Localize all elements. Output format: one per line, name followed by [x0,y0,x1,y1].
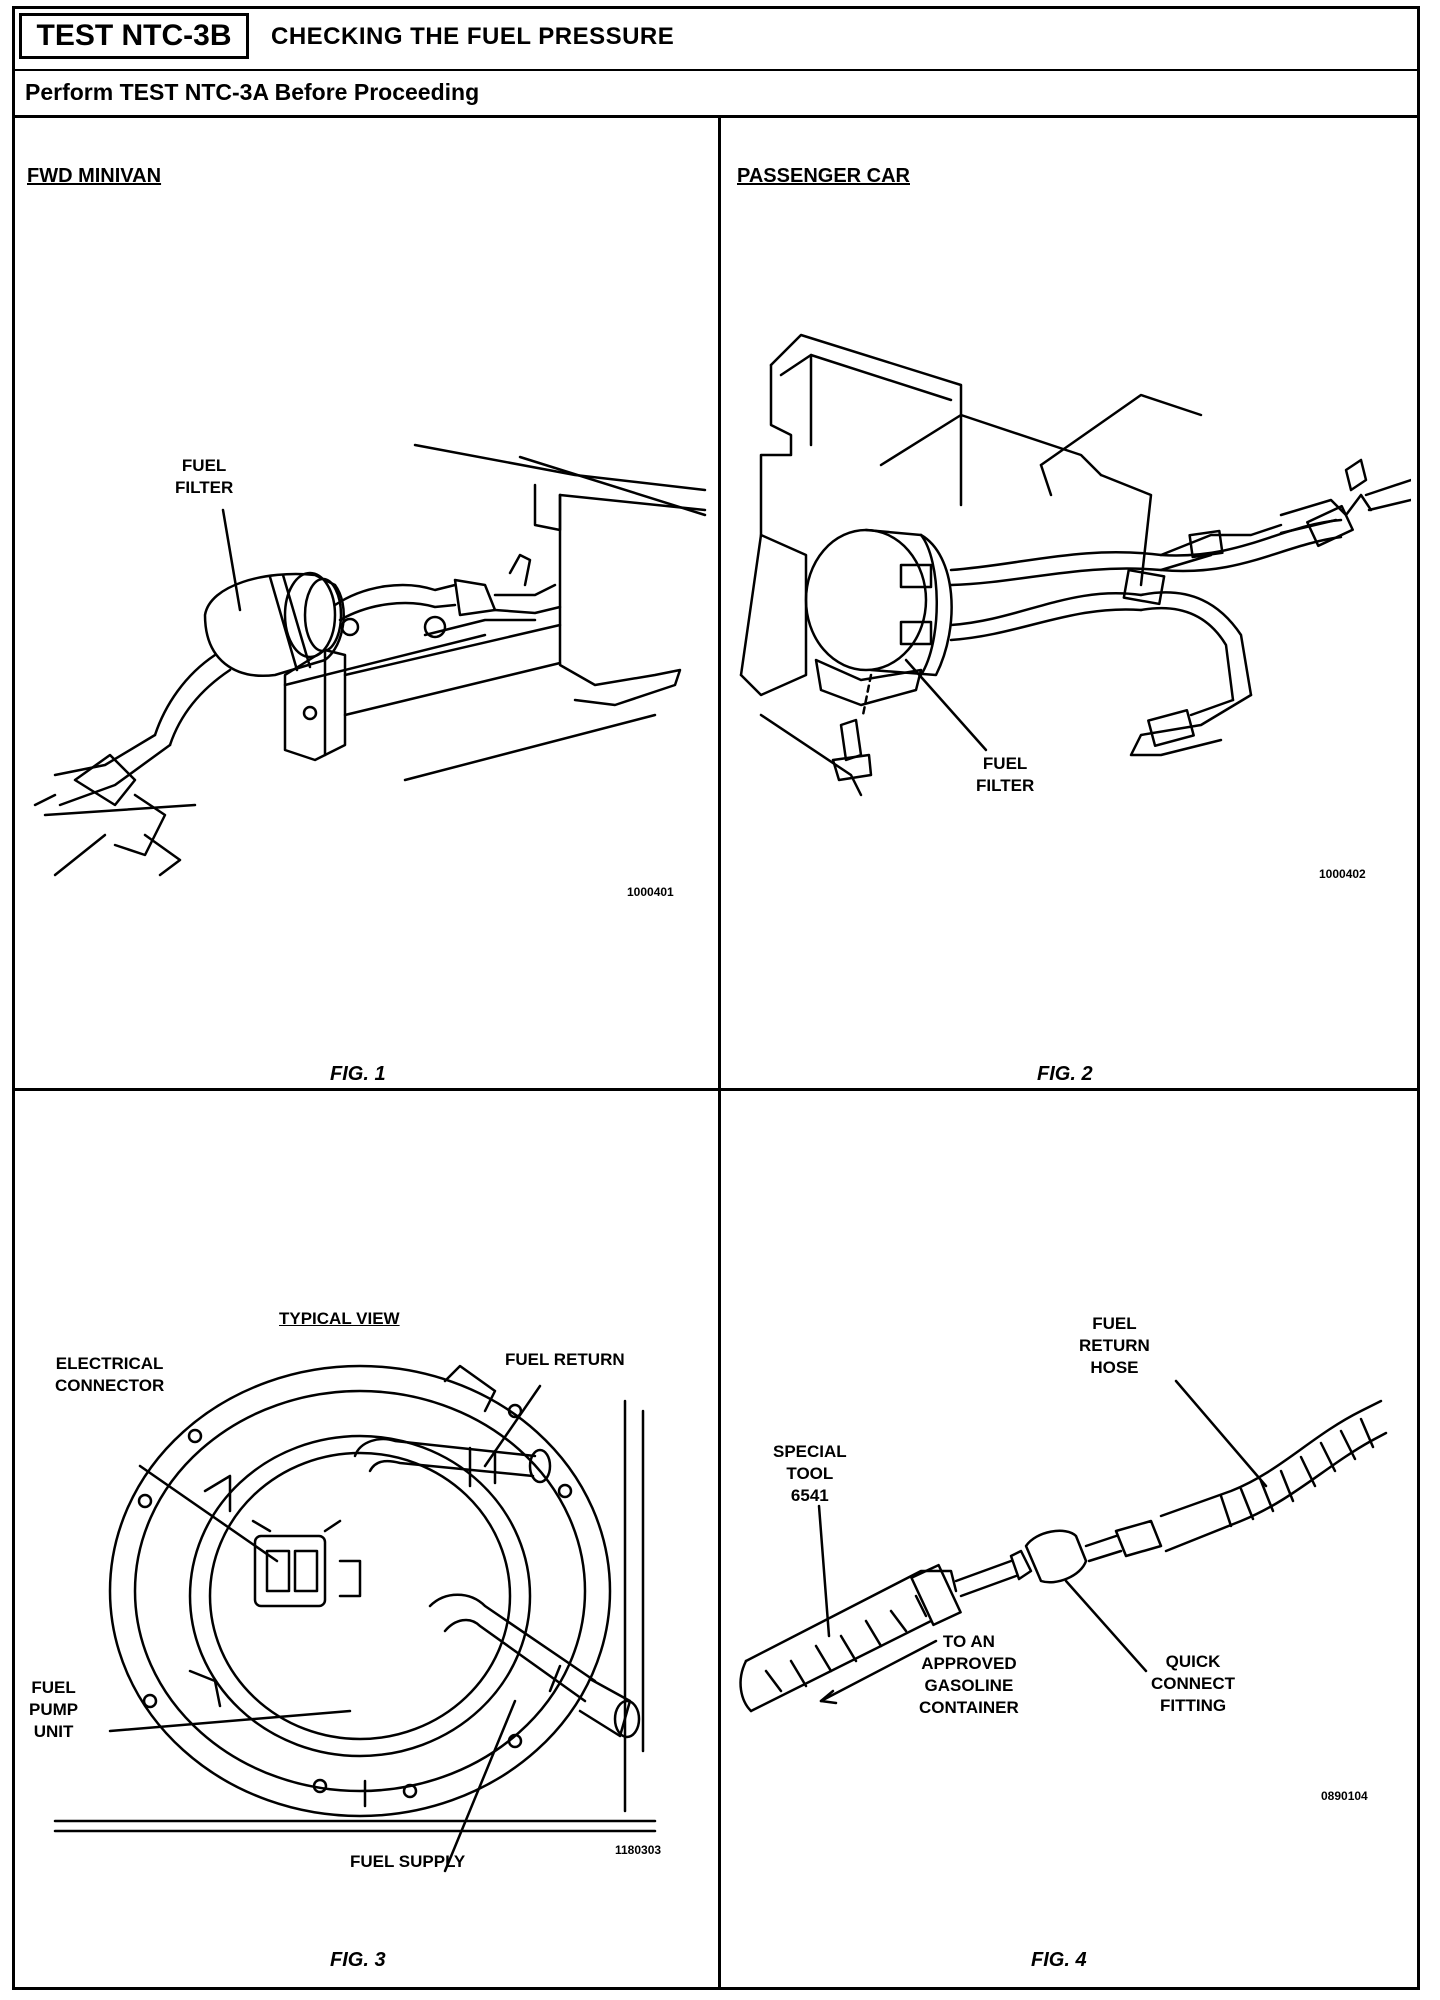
figure-3-caption: FIG. 3 [330,1949,386,1971]
label-line: UNIT [33,1722,74,1741]
fuel-return-label: FUEL RETURN [505,1350,625,1369]
test-id-box: TEST NTC-3B [19,13,249,59]
label-line: ELECTRICAL [55,1354,164,1373]
figure-3-code: 1180303 [615,1843,662,1857]
label-line: TO AN [942,1632,995,1651]
subtitle-row: Perform TEST NTC-3A Before Proceeding [15,69,1417,118]
figure-1-heading: FWD MINIVAN [27,165,162,187]
fuel-filter-label-1: FUEL FILTER [175,455,233,499]
label-line: FUEL [1092,1314,1137,1333]
figure-3-panel: TYPICAL VIEW [15,1091,721,1987]
fuel-filter-label-2: FUEL FILTER [976,753,1034,797]
figure-2-heading: PASSENGER CAR [737,165,910,187]
fuel-supply-label: FUEL SUPPLY [350,1852,466,1871]
fuel-pump-unit-label: FUEL PUMP UNIT [29,1677,78,1743]
label-line: PUMP [29,1700,79,1719]
figure-1-panel: FWD MINIVAN [15,115,721,1091]
figure-1-code: 1000401 [627,885,674,899]
container-label: TO AN APPROVED GASOLINE CONTAINER [919,1631,1019,1719]
label-line: QUICK [1165,1652,1221,1671]
label-line: FILTER [175,478,234,497]
label-line: CONTAINER [919,1698,1019,1717]
label-line: FITTING [1159,1696,1227,1715]
figure-2-code: 1000402 [1319,867,1366,881]
figure-1-caption: FIG. 1 [330,1063,386,1085]
figure-2-panel: PASSENGER CAR [721,115,1417,1091]
label-line: CONNECTOR [55,1376,165,1395]
page-title: CHECKING THE FUEL PRESSURE [271,23,675,50]
label-line: RETURN [1079,1336,1150,1355]
label-line: GASOLINE [924,1676,1014,1695]
figure-2-caption: FIG. 2 [1037,1063,1093,1085]
label-line: CONNECT [1151,1674,1236,1693]
prerequisite-note: Perform TEST NTC-3A Before Proceeding [25,79,480,105]
procedure-sheet: TEST NTC-3B CHECKING THE FUEL PRESSURE P… [12,6,1420,1990]
electrical-connector-label: ELECTRICAL CONNECTOR [55,1353,164,1397]
fuel-filter-minivan-illustration [33,443,707,877]
label-line: FUEL [982,754,1028,773]
fuel-pump-module-illustration [53,1364,657,1873]
label-line: SPECIAL [773,1442,847,1461]
label-line: APPROVED [921,1654,1017,1673]
fuel-return-hose-test-illustration [739,1379,1388,1713]
label-line: HOSE [1090,1358,1139,1377]
figure-4-code: 0890104 [1321,1789,1368,1803]
fuel-filter-passenger-car-illustration [739,333,1411,797]
label-line: TOOL [786,1464,834,1483]
fuel-return-hose-label: FUEL RETURN HOSE [1079,1313,1150,1379]
title-row: TEST NTC-3B CHECKING THE FUEL PRESSURE [15,9,1417,71]
figure-4-caption: FIG. 4 [1031,1949,1087,1971]
label-line: FUEL [31,1678,76,1697]
label-line: 6541 [790,1486,829,1505]
label-line: FUEL [181,456,227,475]
quick-connect-label: QUICK CONNECT FITTING [1151,1651,1235,1717]
special-tool-label: SPECIAL TOOL 6541 [773,1441,847,1507]
figure-4-panel: FUEL RETURN HOSE SPECIAL TOOL 6541 TO AN… [721,1091,1417,1987]
label-line: FILTER [976,776,1035,795]
figure-3-heading: TYPICAL VIEW [279,1309,400,1328]
